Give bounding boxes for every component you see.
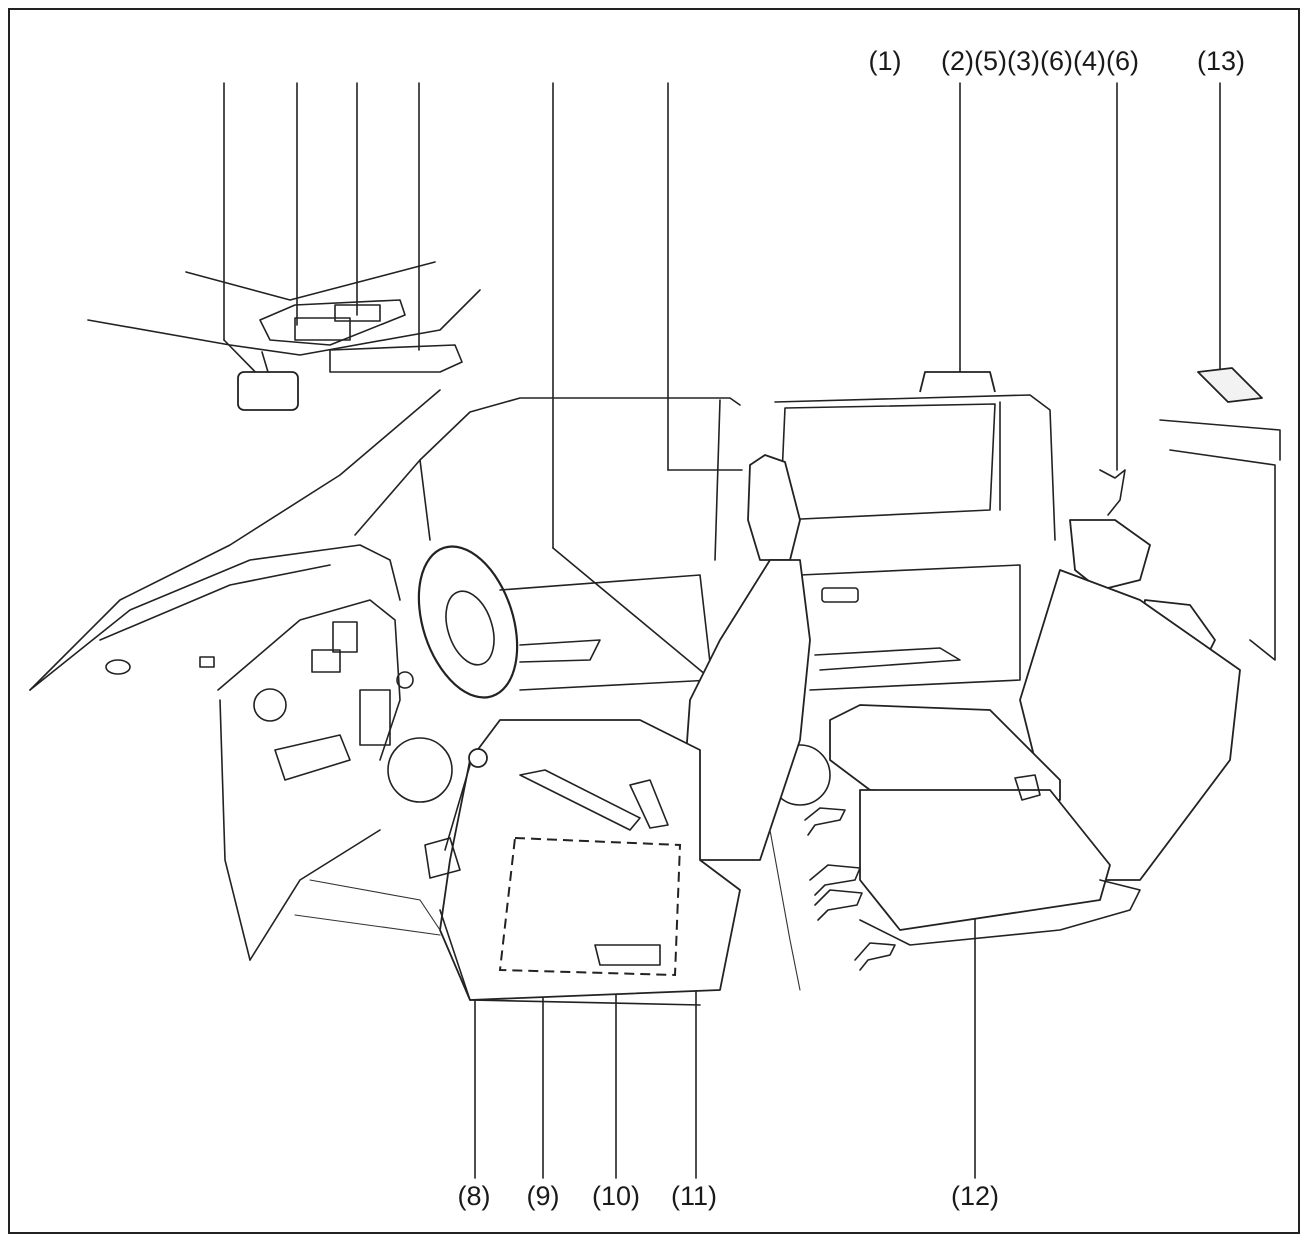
mirror-stem bbox=[261, 351, 269, 373]
rear-seat-bracket-1 bbox=[804, 807, 846, 836]
rear-view-mirror bbox=[237, 371, 299, 411]
floor-line-front bbox=[309, 879, 441, 931]
dash-vent-small bbox=[199, 656, 215, 668]
rear-seat bbox=[804, 469, 1241, 971]
rear-seat-bracket-4 bbox=[854, 942, 896, 971]
rear-door-frame bbox=[774, 394, 1056, 541]
rear-quarter bbox=[1159, 419, 1281, 461]
front-door-armrest bbox=[519, 639, 601, 663]
shift-lever bbox=[444, 764, 471, 851]
callout-2-5-3-6-4-6: (2)(5)(3)(6)(4)(6) bbox=[941, 46, 1139, 76]
rear-door-trim bbox=[799, 564, 1021, 691]
rear-seat-cushion-right bbox=[859, 789, 1111, 931]
rear-room-lamp bbox=[1197, 367, 1263, 403]
center-vent bbox=[311, 649, 341, 673]
headliner bbox=[87, 261, 481, 411]
floor-line-center bbox=[769, 829, 801, 991]
assist-grip bbox=[919, 371, 996, 393]
roof-edge-upper bbox=[185, 261, 436, 301]
map-lamp bbox=[334, 304, 381, 322]
floor-mat-edge bbox=[294, 914, 441, 936]
rear-door-handle bbox=[821, 587, 859, 603]
leader-lines-top bbox=[223, 82, 1221, 681]
door-speaker bbox=[387, 737, 453, 803]
seatbelt-buckle bbox=[629, 779, 669, 829]
diagram-frame bbox=[8, 8, 1300, 1234]
rear-seat-bracket-3 bbox=[814, 889, 863, 921]
rear-seat-base bbox=[859, 879, 1141, 946]
shift-boot bbox=[424, 837, 461, 879]
front-seat-cushion bbox=[439, 719, 741, 1001]
dashboard bbox=[29, 544, 453, 961]
front-door-rear-edge bbox=[714, 399, 721, 561]
dash-lower-left bbox=[219, 699, 251, 961]
left-vent bbox=[253, 688, 287, 722]
callout-10: (10) bbox=[591, 1181, 641, 1211]
front-window-edge bbox=[419, 459, 431, 541]
under-seat-tray-dashed bbox=[498, 836, 682, 977]
front-door-panel bbox=[499, 574, 713, 691]
sun-visor bbox=[329, 344, 463, 373]
callout-1: (1) bbox=[868, 46, 902, 76]
under-seat-handle bbox=[594, 944, 661, 966]
front-headrest bbox=[747, 454, 801, 561]
front-seat bbox=[424, 454, 811, 1006]
roof-console bbox=[259, 299, 406, 346]
callout-9: (9) bbox=[526, 1181, 560, 1211]
rear-seatbelt-anchor bbox=[1099, 469, 1126, 516]
center-stack bbox=[217, 599, 401, 761]
a-pillar bbox=[29, 389, 441, 691]
front-door-trim bbox=[499, 574, 713, 691]
shift-knob bbox=[468, 748, 488, 768]
dash-speaker bbox=[105, 659, 131, 675]
dash-top bbox=[29, 544, 401, 691]
footwell bbox=[249, 829, 381, 961]
callout-13: (13) bbox=[1196, 46, 1246, 76]
front-seat-base bbox=[439, 909, 701, 1006]
steering-wheel bbox=[396, 545, 519, 699]
glove-box-handle bbox=[274, 734, 351, 781]
rear-door-armrest bbox=[814, 647, 961, 671]
rear-seat-latch bbox=[1014, 774, 1041, 801]
center-display bbox=[332, 621, 358, 653]
dome-lamp bbox=[294, 317, 351, 341]
roof-edge-lower bbox=[87, 289, 481, 356]
floor bbox=[294, 829, 801, 991]
steering-hub bbox=[445, 590, 495, 666]
callout-8: (8) bbox=[457, 1181, 491, 1211]
climate-controls bbox=[359, 689, 391, 746]
callout-12: (12) bbox=[950, 1181, 1000, 1211]
leader-line-front-seat-tip bbox=[552, 547, 713, 681]
ignition bbox=[396, 671, 414, 689]
rear-seat-cushion-left bbox=[829, 704, 1061, 801]
dash-defroster bbox=[99, 564, 331, 641]
steering-rim bbox=[417, 545, 519, 699]
rear-quarter-window bbox=[1169, 449, 1276, 661]
rear-headrest-left bbox=[1069, 519, 1151, 591]
parking-brake-lever bbox=[519, 769, 641, 831]
front-door-frame bbox=[354, 397, 741, 536]
callout-11: (11) bbox=[670, 1181, 718, 1211]
rear-seat-bracket-2 bbox=[809, 864, 861, 896]
rear-door-window bbox=[779, 403, 996, 521]
